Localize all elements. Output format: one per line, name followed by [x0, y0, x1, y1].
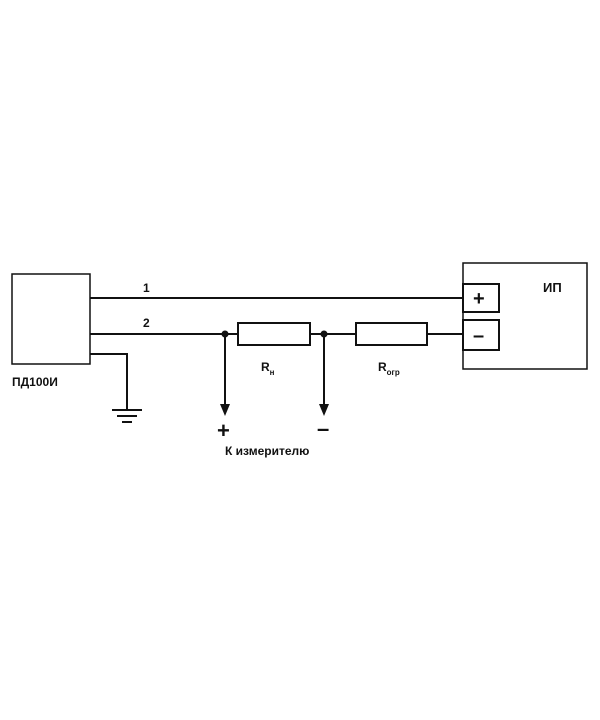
resistor-load	[237, 322, 311, 346]
meter-minus-arrow-icon	[319, 404, 329, 416]
sensor-box	[11, 273, 91, 365]
meter-plus-sign: +	[217, 418, 230, 443]
resistor-load-label: Rн	[261, 360, 275, 377]
meter-plus-arrow-icon	[220, 404, 230, 416]
wire-1-label: 1	[143, 281, 150, 295]
ground-icon	[112, 409, 142, 423]
resistor-limit-label: Rогр	[378, 360, 400, 377]
ps-minus-sign: –	[473, 325, 484, 347]
resistor-limit	[355, 322, 428, 346]
meter-caption: К измерителю	[225, 444, 309, 458]
ground-wire	[90, 353, 128, 409]
ps-plus-sign: +	[473, 288, 485, 310]
sensor-label: ПД100И	[12, 375, 58, 389]
meter-minus-sign: –	[317, 416, 329, 441]
power-supply-label: ИП	[543, 280, 562, 295]
power-supply-box	[462, 262, 588, 370]
wire-2-label: 2	[143, 316, 150, 330]
